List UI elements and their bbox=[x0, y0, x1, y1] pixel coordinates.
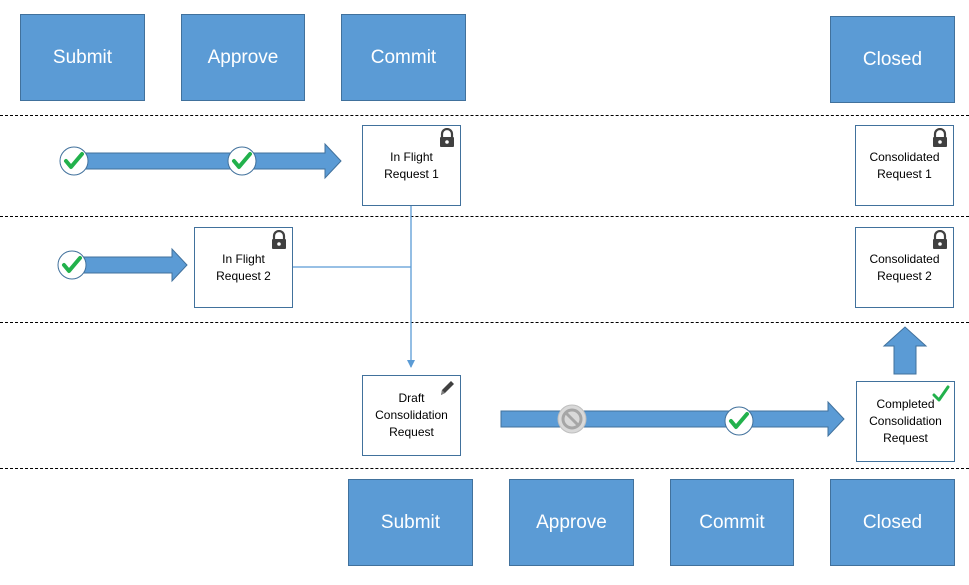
check-circle-icon bbox=[56, 249, 88, 281]
bottom-stage-submit: Submit bbox=[348, 479, 473, 566]
up-arrow bbox=[882, 326, 928, 375]
lane-divider bbox=[0, 115, 969, 116]
consolidated-request-1: Consolidated Request 1 bbox=[855, 125, 954, 206]
top-stage-submit: Submit bbox=[20, 14, 145, 101]
lane-divider bbox=[0, 322, 969, 323]
in-flight-request-2: In Flight Request 2 bbox=[194, 227, 293, 308]
check-circle-icon bbox=[226, 145, 258, 177]
check-circle-icon bbox=[58, 145, 90, 177]
lane-divider bbox=[0, 216, 969, 217]
request-label: In Flight Request 1 bbox=[384, 149, 439, 181]
completed-consolidation-request: Completed Consolidation Request bbox=[856, 381, 955, 462]
lane-divider bbox=[0, 468, 969, 469]
lane3-arrow bbox=[500, 400, 845, 438]
bottom-stage-closed: Closed bbox=[830, 479, 955, 566]
lane1-arrow bbox=[73, 142, 342, 180]
check-icon bbox=[932, 385, 950, 402]
request-label: Draft Consolidation Request bbox=[375, 391, 448, 439]
top-stage-closed: Closed bbox=[830, 16, 955, 103]
request-label: Consolidated Request 1 bbox=[869, 149, 940, 181]
bottom-stage-commit: Commit bbox=[670, 479, 794, 566]
request-label: Consolidated Request 2 bbox=[869, 251, 940, 283]
lock-icon bbox=[272, 230, 286, 249]
lock-icon bbox=[933, 128, 947, 147]
lane2-arrow bbox=[71, 247, 188, 283]
request-label: In Flight Request 2 bbox=[216, 251, 271, 283]
bottom-stage-approve: Approve bbox=[509, 479, 634, 566]
lock-icon bbox=[933, 230, 947, 249]
draft-consolidation-request: Draft Consolidation Request bbox=[362, 375, 461, 456]
blocked-icon bbox=[557, 404, 587, 434]
check-circle-icon bbox=[723, 405, 755, 437]
request-label: Completed Consolidation Request bbox=[869, 397, 942, 445]
lock-icon bbox=[440, 128, 454, 147]
top-stage-commit: Commit bbox=[341, 14, 466, 101]
consolidated-request-2: Consolidated Request 2 bbox=[855, 227, 954, 308]
in-flight-request-1: In Flight Request 1 bbox=[362, 125, 461, 206]
top-stage-approve: Approve bbox=[181, 14, 305, 101]
pencil-icon bbox=[441, 381, 454, 395]
